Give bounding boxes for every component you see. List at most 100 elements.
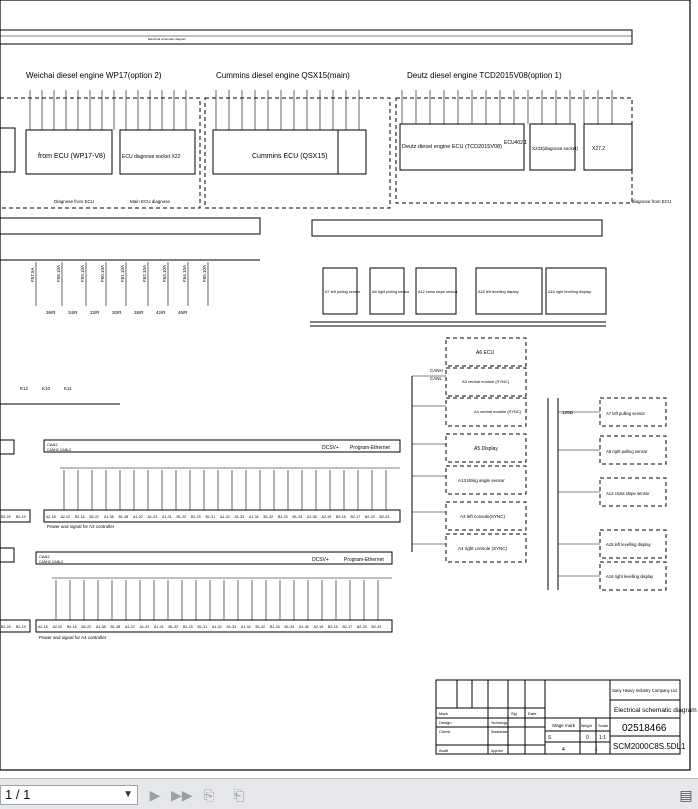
diag-from-ecu-right: diagnose from ECU — [632, 199, 671, 204]
sensor-top-label: A12 cross slope sensor — [418, 290, 458, 294]
a4-pin-label: A1-36 — [299, 625, 309, 629]
a4-pin-label: A1-32 — [212, 625, 222, 629]
a3-pin-label: B1-33 — [278, 515, 288, 519]
a4-pin-label: B1-23 — [183, 625, 193, 629]
can2-sub-a4: CANH2 CANL2 — [39, 560, 63, 564]
a4-pin-label: B2-24 — [372, 625, 382, 629]
sensor-top-label: A15 left levelling display — [478, 290, 519, 294]
fuse-label: F60.10A — [100, 265, 105, 282]
a3-left-console-label: A3 left console(SYNC) — [460, 514, 506, 519]
sensor-right-label: A7 left pulling sensor — [606, 411, 645, 416]
can2-label-a3: CAN2 — [47, 442, 58, 447]
title-block-row-label: Mark — [439, 711, 448, 716]
engine-cummins: Cummins diesel engine QSX15(main) — [216, 71, 350, 80]
a3-pin-label: B1-32 — [264, 515, 274, 519]
a4-pin-label: B2-23 — [357, 625, 367, 629]
a3-pin-label: B1-34 — [293, 515, 303, 519]
a4-left-pin-label: B2-19 — [16, 625, 26, 629]
a4-pin-label: A1-22 — [125, 625, 135, 629]
can2-label-a4: CAN2 — [39, 554, 50, 559]
a3-pin-label: A1-23 — [148, 515, 158, 519]
sensor-right-label: A16 right levelling display — [606, 574, 654, 579]
a3-pin-label: B2-23 — [365, 515, 375, 519]
a3-pin-label: B1-38 — [119, 515, 129, 519]
sensor-right-label: A15 left levelling display — [606, 542, 652, 547]
a4-pin-label: A1-23 — [140, 625, 150, 629]
wire-label: 46/R — [178, 310, 188, 315]
a4-pin-label: B1-31 — [198, 625, 208, 629]
title-block-mid-label: Approve — [491, 749, 503, 753]
sensor-top-label: A16 right levelling display — [548, 290, 591, 294]
x27-label: X27.2 — [592, 146, 605, 152]
engine-weichai: Weichai diesel engine WP17(option 2) — [26, 71, 162, 80]
sensor-right-label: A12 cross slope sensor — [606, 491, 650, 496]
title-block-mid-label: Standardize — [491, 730, 508, 734]
tb-weight: Weight — [581, 724, 592, 728]
a3-pin-label: A1-33 — [235, 515, 245, 519]
wire-label: 38/R — [134, 310, 144, 315]
engine-deutz: Deutz diesel engine TCD2015V08(option 1) — [407, 71, 562, 80]
a3-pin-label: A1-32 — [220, 515, 230, 519]
a3-pin-label: A1-38 — [104, 515, 114, 519]
top-title: Electrical schematic diagram — [148, 37, 187, 41]
rotate-left-icon[interactable]: ⎘ — [203, 787, 215, 803]
diag-from-ecu-label: Diagnose from ECU — [54, 199, 94, 204]
a4-pin-label: A1-34 — [241, 625, 251, 629]
a3-central-label: A3 central module (SYNC) — [462, 379, 510, 384]
fuse-label: F65.10A — [202, 265, 207, 282]
a3-pin-label: B2-16 — [336, 515, 346, 519]
sensor-top-label: A8 right pulling sensor — [372, 290, 410, 294]
from-ecu-label: from ECU (WP17-V8) — [38, 153, 105, 160]
sensor-top-label: A7 left pulling sensor — [325, 290, 361, 294]
a4-right-console-label: A4 right console (SYNC) — [458, 546, 508, 551]
a3-pin-label: B2-18 — [75, 515, 85, 519]
a4-pin-label: B2-18 — [67, 625, 77, 629]
a5-display-label: A5 Display — [474, 446, 498, 452]
a3-pin-label: A1-36 — [307, 515, 317, 519]
fuse-label: F64.10A — [182, 265, 187, 282]
a4-pin-label: B1-38 — [111, 625, 121, 629]
a4-pin-label: A2-22 — [53, 625, 63, 629]
x233-label: X233(diagnose socket) — [532, 146, 579, 151]
title-block-row-label: Design — [439, 720, 451, 725]
title-block-row-label: Check — [439, 729, 450, 734]
can2-sub-a3: CANH2 CANL2 — [47, 448, 71, 452]
cummins-ecu-label: Cummins ECU (QSX15) — [252, 153, 327, 160]
a3-left-pin-label: B2-19 — [16, 515, 26, 519]
a3-pin-label: B2-24 — [380, 515, 390, 519]
a3-pin-label: B2-22 — [90, 515, 100, 519]
schematic-sheet: Electrical schematic diagram Weichai die… — [0, 0, 697, 771]
fuse-label: F63.10A — [162, 265, 167, 282]
tb-sheets: 1 — [595, 747, 598, 753]
tb-scale-val: 1:1 — [599, 735, 606, 741]
a4-pin-label: A1-33 — [227, 625, 237, 629]
ecu-socket-x22-label: ECU diagnose socket X22 — [122, 154, 181, 160]
fuse-label: F61.10A — [120, 265, 125, 282]
next-page-icon[interactable]: ▶ — [149, 787, 161, 803]
main-ecu-diag-label: Main ECU diagnose — [130, 199, 171, 204]
a4-pin-label: B2-22 — [82, 625, 92, 629]
a4-pin-label: A2-18 — [38, 625, 48, 629]
a3-pin-label: A2-18 — [46, 515, 56, 519]
program-ethernet-a4: Program-Ethernet — [344, 557, 384, 563]
a3-pin-label: A1-22 — [133, 515, 143, 519]
a3-pin-label: A2-19 — [322, 515, 332, 519]
relay-label: K11 — [64, 386, 72, 391]
a3-pin-label: A2-22 — [61, 515, 71, 519]
tb-model: SCM2000C8S.5DL1 — [613, 742, 686, 751]
resistor-120: 120Ω — [562, 410, 574, 415]
sidebar-toggle-icon[interactable]: ▤ — [679, 787, 693, 803]
relay-label: K10 — [42, 386, 51, 391]
relay-label: K12 — [20, 386, 29, 391]
wire-label: 32/R — [90, 310, 100, 315]
page-select[interactable]: 1 / 1 ▼ — [0, 785, 138, 805]
wire-label: 34/R — [68, 310, 78, 315]
dcsv-a3: DCSV+ — [322, 445, 339, 451]
a4-pin-label: B1-32 — [256, 625, 266, 629]
a3-pin-label: B1-23 — [191, 515, 201, 519]
fuse-label: F62.10A — [142, 265, 147, 282]
last-page-icon[interactable]: ▶▶ — [171, 787, 193, 803]
a4-pin-label: B2-16 — [328, 625, 338, 629]
wire-label: 30/R — [112, 310, 122, 315]
rotate-right-icon[interactable]: ⎗ — [233, 787, 245, 803]
